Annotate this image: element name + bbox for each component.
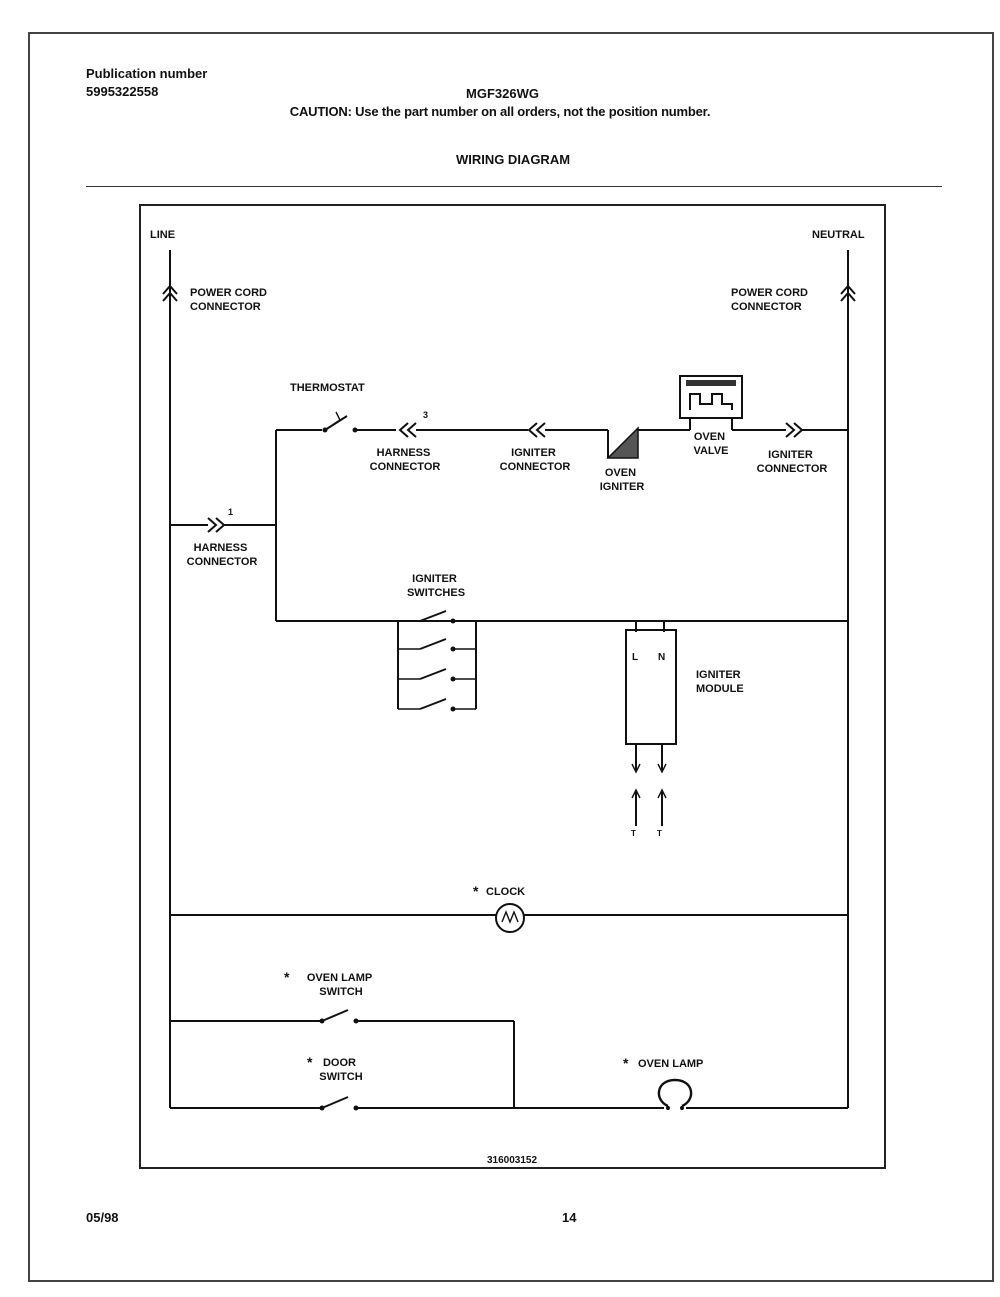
harness-connector-top-label: HARNESS CONNECTOR — [370, 447, 441, 473]
oven-lamp-optional-marker: * — [623, 1055, 629, 1071]
power-cord-connector-right — [840, 284, 856, 302]
harness-connector-top-number: 3 — [423, 410, 428, 420]
harness-connector-left-label: HARNESS CONNECTOR — [187, 542, 258, 568]
neutral-label: NEUTRAL — [812, 229, 865, 241]
door-switch-optional-marker: * — [307, 1054, 313, 1070]
clock-optional-marker: * — [473, 883, 479, 899]
door-switch-symbol — [319, 1096, 359, 1111]
thermostat-symbol — [322, 411, 358, 433]
oven-igniter-label: OVEN IGNITER — [600, 467, 645, 493]
harness-connector-top-symbol — [398, 422, 417, 438]
publication-number: 5995322558 — [86, 84, 159, 99]
oven-lamp-switch-symbol — [319, 1009, 359, 1024]
module-pin-top-left: L — [632, 652, 638, 663]
power-cord-connector-right-label: POWER CORD CONNECTOR — [731, 287, 811, 313]
drawing-number: 316003152 — [487, 1155, 537, 1166]
harness-connector-left-symbol — [207, 517, 226, 533]
header-rule — [86, 186, 942, 187]
clock-label: CLOCK — [486, 886, 525, 898]
page-border — [28, 32, 994, 1282]
publication-label: Publication number — [86, 66, 208, 81]
igniter-connector-right-symbol — [785, 422, 804, 438]
oven-lamp-switch-optional-marker: * — [284, 969, 290, 985]
oven-lamp-label: OVEN LAMP — [638, 1058, 703, 1070]
thermostat-label: THERMOSTAT — [290, 382, 365, 394]
module-pin-bottom-left: T — [631, 829, 636, 838]
caution-note: CAUTION: Use the part number on all orde… — [289, 104, 711, 119]
clock-symbol — [495, 903, 525, 933]
model-number: MGF326WG — [466, 86, 539, 101]
oven-valve-label: OVEN VALVE — [693, 431, 728, 457]
igniter-connector-left-label: IGNITER CONNECTOR — [500, 447, 571, 473]
line-label: LINE — [150, 229, 175, 241]
harness-connector-left-number: 1 — [228, 507, 233, 517]
power-cord-connector-left-label: POWER CORD CONNECTOR — [190, 287, 270, 313]
module-pin-top-right: N — [658, 652, 665, 663]
igniter-switches-label: IGNITER SWITCHES — [407, 573, 465, 599]
footer-date: 05/98 — [86, 1210, 119, 1225]
oven-lamp-switch-label: OVEN LAMP SWITCH — [307, 972, 375, 998]
door-switch-label: DOOR SWITCH — [319, 1057, 362, 1083]
igniter-switches-symbol — [397, 610, 477, 712]
igniter-connector-right-label: IGNITER CONNECTOR — [757, 449, 828, 475]
section-title: WIRING DIAGRAM — [455, 152, 571, 167]
igniter-module-label: IGNITER MODULE — [696, 669, 744, 695]
igniter-connector-left-symbol — [527, 422, 546, 438]
power-cord-connector-left — [162, 284, 178, 302]
oven-igniter-symbol — [606, 426, 639, 459]
module-pin-bottom-right: T — [657, 829, 662, 838]
diagram-frame — [139, 204, 886, 1169]
page-number: 14 — [562, 1210, 577, 1225]
igniter-module-symbol — [625, 621, 677, 826]
oven-lamp-symbol — [657, 1078, 693, 1110]
oven-valve-symbol — [679, 375, 743, 430]
